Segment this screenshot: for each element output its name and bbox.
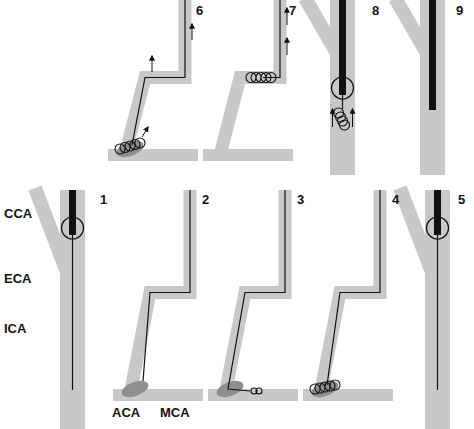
vessel-label: ECA [4,272,31,285]
vessel [320,190,380,395]
panel-number: 2 [202,193,209,206]
panel-number: 5 [458,193,465,206]
vessel [420,0,445,175]
retriever-coil [334,108,350,130]
retriever-coil [115,138,145,154]
vessel-branch [203,149,293,161]
vessel-panel [395,0,445,175]
vessel [330,0,355,175]
pull-arrow [287,8,288,25]
vessel-panel [35,188,85,429]
vessel [225,190,285,395]
vessel-panel [113,190,203,400]
guide-catheter [69,190,76,235]
panel-number: 1 [100,193,107,206]
vessel [130,190,190,395]
pull-arrow [142,127,148,137]
vessel-panel [400,188,450,429]
vessel-label: MCA [160,406,190,419]
clot [309,378,340,401]
guide-wire [327,190,380,385]
guide-catheter [429,0,436,110]
pull-arrow [192,24,193,40]
retriever-coil [251,388,262,394]
vessel [60,190,85,429]
vessel-panel [303,190,393,400]
vessel [425,190,450,429]
vessel-panel [305,0,355,175]
panel-number: 9 [456,4,463,17]
retriever-coil [246,73,276,83]
vessel [125,0,185,155]
panel-number: 7 [289,4,296,17]
guide-catheter [434,190,441,235]
pull-arrow [152,56,153,72]
panel-number: 6 [196,4,203,17]
retriever-coil [310,380,340,394]
vessel-label: ICA [4,322,26,335]
guide-catheter [339,0,346,95]
guide-wire [228,190,285,391]
clot [114,138,145,161]
vessel-panel [108,0,198,160]
balloon [427,217,449,239]
guide-wire [143,190,190,381]
pull-arrow [332,109,333,127]
vessel-label: ACA [112,406,140,419]
pull-arrow [287,38,288,55]
guide-wire [263,0,280,78]
balloon [62,217,84,239]
vessel-panel [203,0,293,155]
pull-arrow [352,109,353,127]
guide-wire [342,95,343,109]
panel-number: 8 [372,4,379,17]
vessel-panel [208,190,298,400]
vessel-label: CCA [4,207,32,220]
panel-number: 4 [392,193,399,206]
vessel [220,0,280,155]
guide-wire [132,0,185,145]
clot [119,378,150,401]
panel-number: 3 [297,193,304,206]
